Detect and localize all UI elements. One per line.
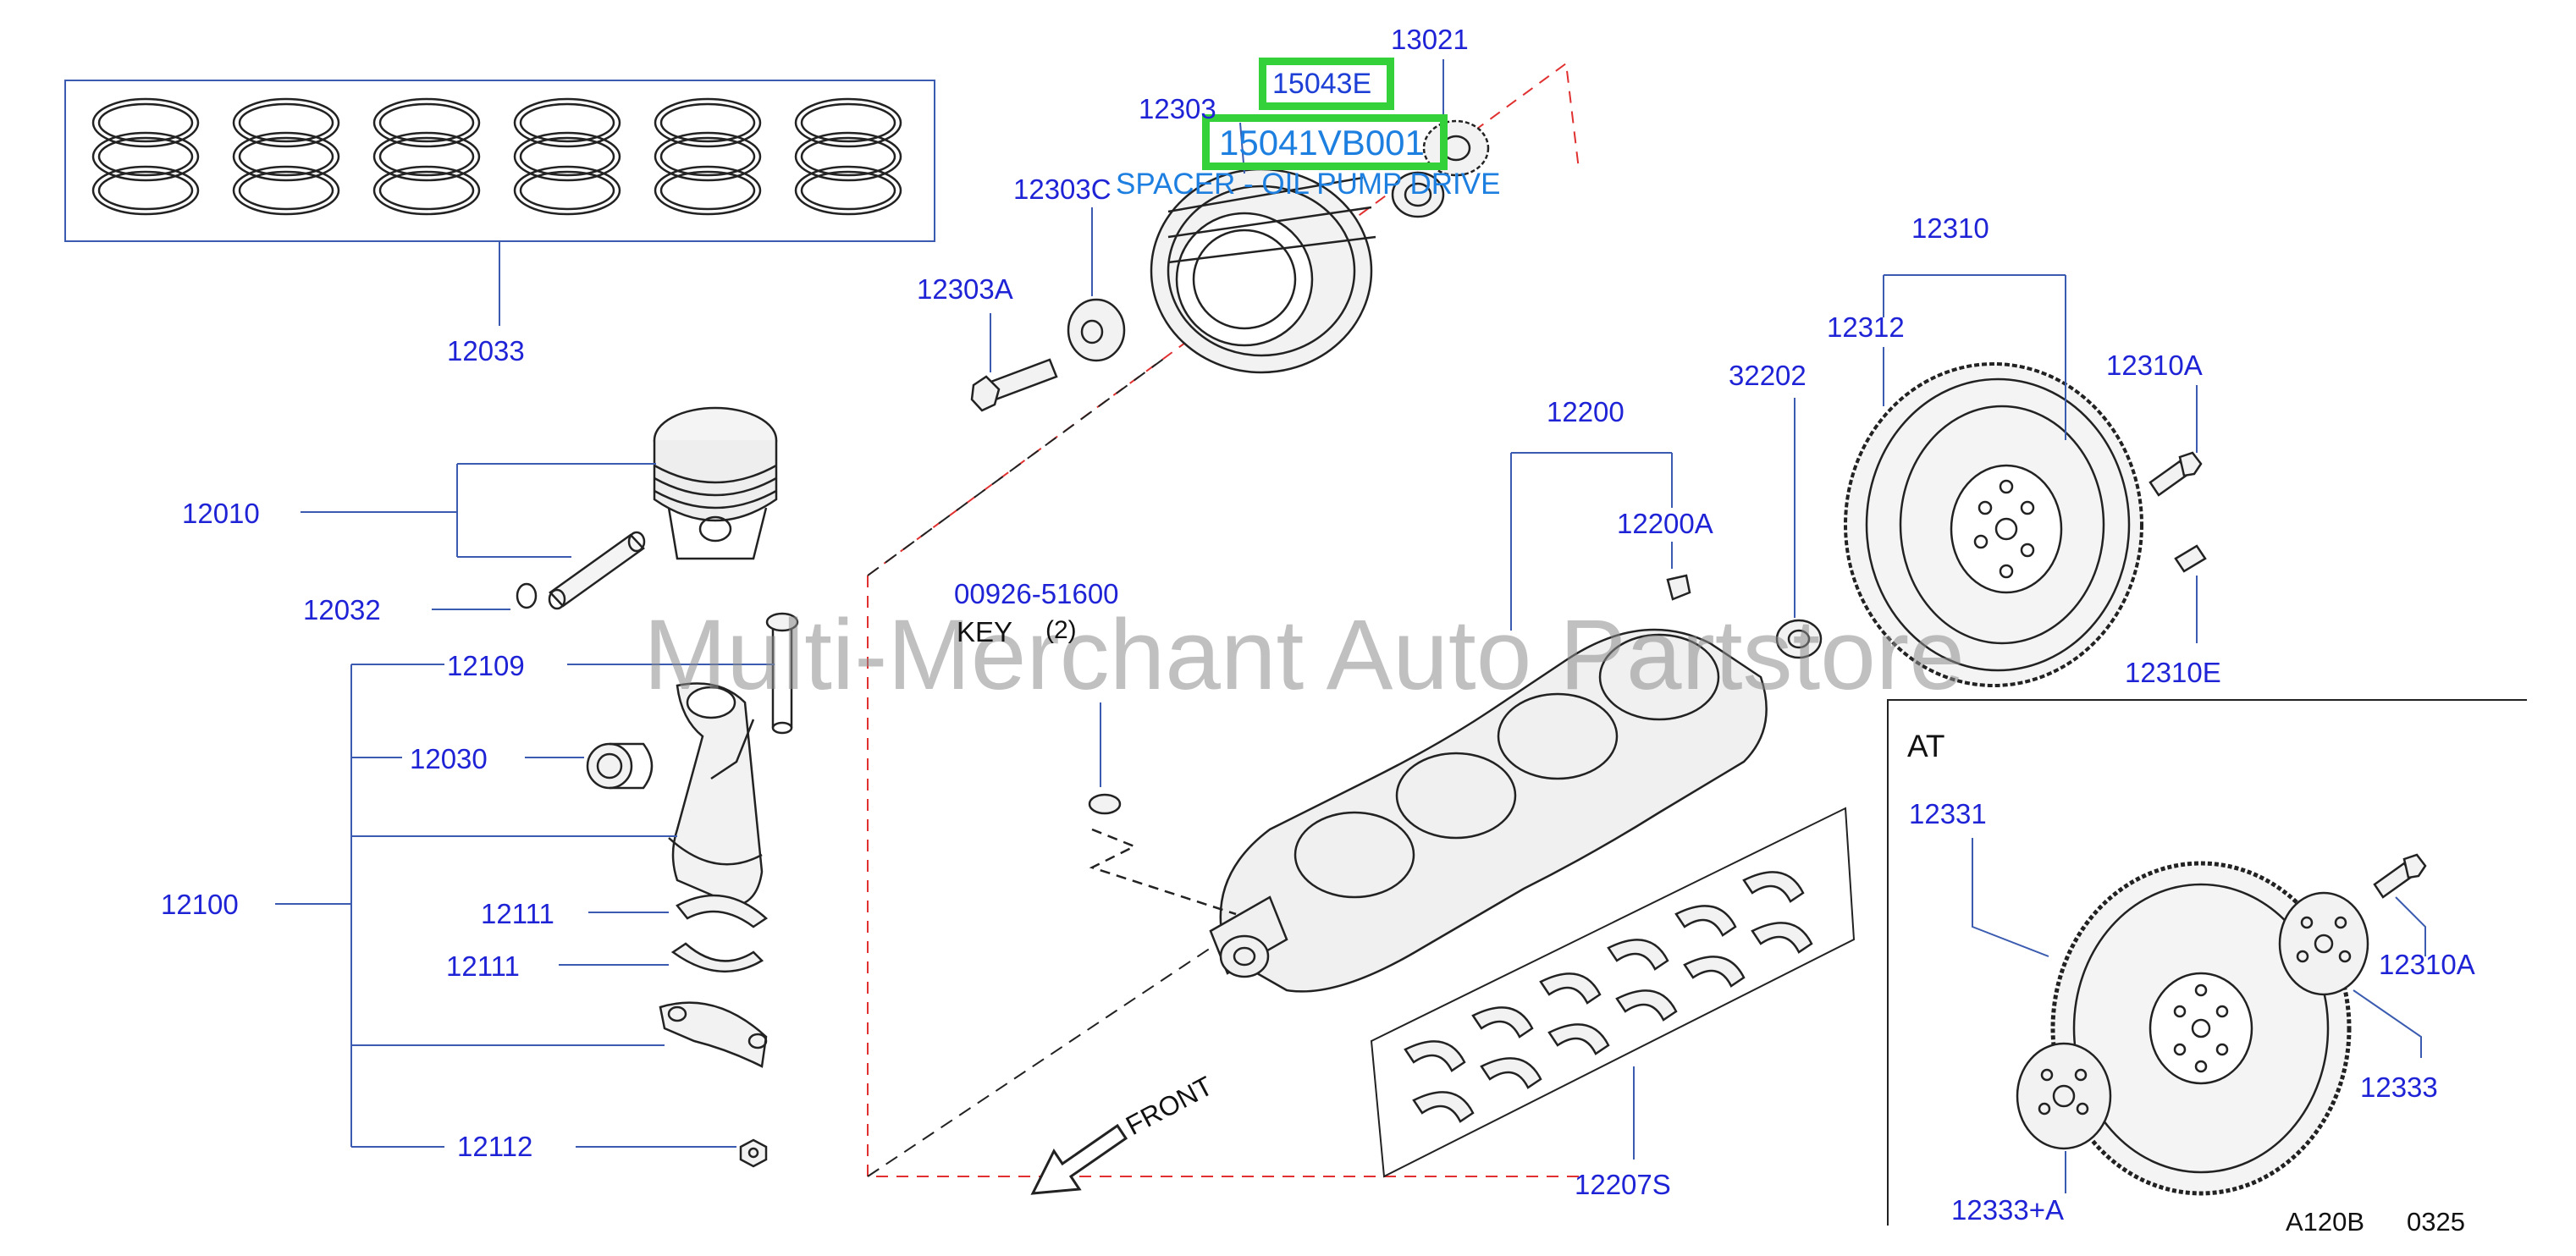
label-12333-plus-a[interactable]: 12333+A [1951, 1194, 2065, 1226]
spacer-oil-pump-drive-description: SPACER - OIL PUMP DRIVE [1116, 168, 1501, 201]
label-12111-upper[interactable]: 12111 [481, 898, 554, 929]
label-12333[interactable]: 12333 [2360, 1071, 2438, 1103]
label-12312[interactable]: 12312 [1827, 311, 1905, 343]
rod-nut [739, 1138, 768, 1168]
rod-cap [659, 1001, 768, 1068]
flexplate-reinforcement [2278, 891, 2369, 996]
label-13021[interactable]: 13021 [1391, 24, 1469, 55]
pulley-bolt [970, 358, 1058, 412]
crank-dowel [1666, 574, 1691, 601]
oil-pump-spacer [1391, 171, 1445, 218]
label-12100[interactable]: 12100 [161, 889, 239, 920]
crank-pulley [1150, 168, 1376, 374]
flywheel-mt [1844, 362, 2143, 687]
label-12331[interactable]: 12331 [1909, 798, 1987, 829]
front-arrow [1030, 1123, 1128, 1195]
label-12310a-at[interactable]: 12310A [2379, 949, 2475, 980]
highlight-box-15041vb001[interactable] [1202, 114, 1448, 170]
diagram-code: A120B [2286, 1207, 2365, 1237]
at-section-box [1887, 699, 2527, 1226]
flexplate-adapter [2016, 1042, 2112, 1150]
snap-ring [516, 582, 538, 609]
label-12030[interactable]: 12030 [410, 743, 488, 774]
label-32202[interactable]: 32202 [1729, 360, 1807, 391]
label-12310e[interactable]: 12310E [2125, 657, 2221, 688]
watermark-text: Multi-Merchant Auto Partstore [643, 599, 1965, 711]
pin-bushing [586, 742, 654, 790]
label-12303[interactable]: 12303 [1139, 93, 1216, 124]
piston [653, 406, 778, 560]
piston-rings [91, 97, 902, 216]
crankshaft [1209, 628, 1768, 993]
label-12310a[interactable]: 12310A [2106, 350, 2203, 381]
piston-pin [548, 531, 646, 610]
label-12200a[interactable]: 12200A [1617, 508, 1713, 539]
label-12303a[interactable]: 12303A [917, 273, 1013, 305]
label-key: KEY [957, 616, 1013, 647]
connecting-rod [668, 612, 799, 907]
label-12111-lower[interactable]: 12111 [446, 950, 520, 982]
flywheel-dowel [2174, 544, 2207, 573]
label-12010[interactable]: 12010 [182, 498, 260, 529]
flywheel-bolt [2149, 451, 2203, 497]
label-12310[interactable]: 12310 [1911, 212, 1989, 244]
main-bearing-box [1370, 807, 1856, 1178]
label-12200[interactable]: 12200 [1547, 396, 1624, 427]
label-12033[interactable]: 12033 [447, 335, 525, 366]
rod-bearing-lower [670, 942, 764, 973]
flexplate-bolt [2373, 853, 2427, 899]
label-12303c[interactable]: 12303C [1013, 174, 1111, 205]
main-bearings [1404, 871, 1813, 1123]
rod-bearing-upper [676, 894, 769, 928]
piston-ring-set-box [64, 80, 935, 242]
pilot-bushing [1775, 619, 1823, 659]
part-15043e-label[interactable]: 15043E [1272, 68, 1372, 100]
part-15041vb001-label[interactable]: 15041VB001 [1219, 123, 1425, 163]
label-12207s[interactable]: 12207S [1575, 1169, 1671, 1200]
diagram-code-2: 0325 [2407, 1207, 2465, 1237]
label-12112[interactable]: 12112 [457, 1131, 533, 1162]
label-key-quantity: (2) [1045, 616, 1077, 644]
highlight-box-15043e[interactable] [1259, 58, 1394, 110]
pulley-washer [1067, 298, 1126, 362]
section-at-title: AT [1907, 729, 1945, 763]
label-12032[interactable]: 12032 [303, 594, 381, 625]
flexplate-at [2050, 861, 2352, 1196]
label-00926-51600[interactable]: 00926-51600 [954, 578, 1119, 609]
woodruff-key [1088, 793, 1122, 815]
label-12109[interactable]: 12109 [447, 650, 525, 681]
